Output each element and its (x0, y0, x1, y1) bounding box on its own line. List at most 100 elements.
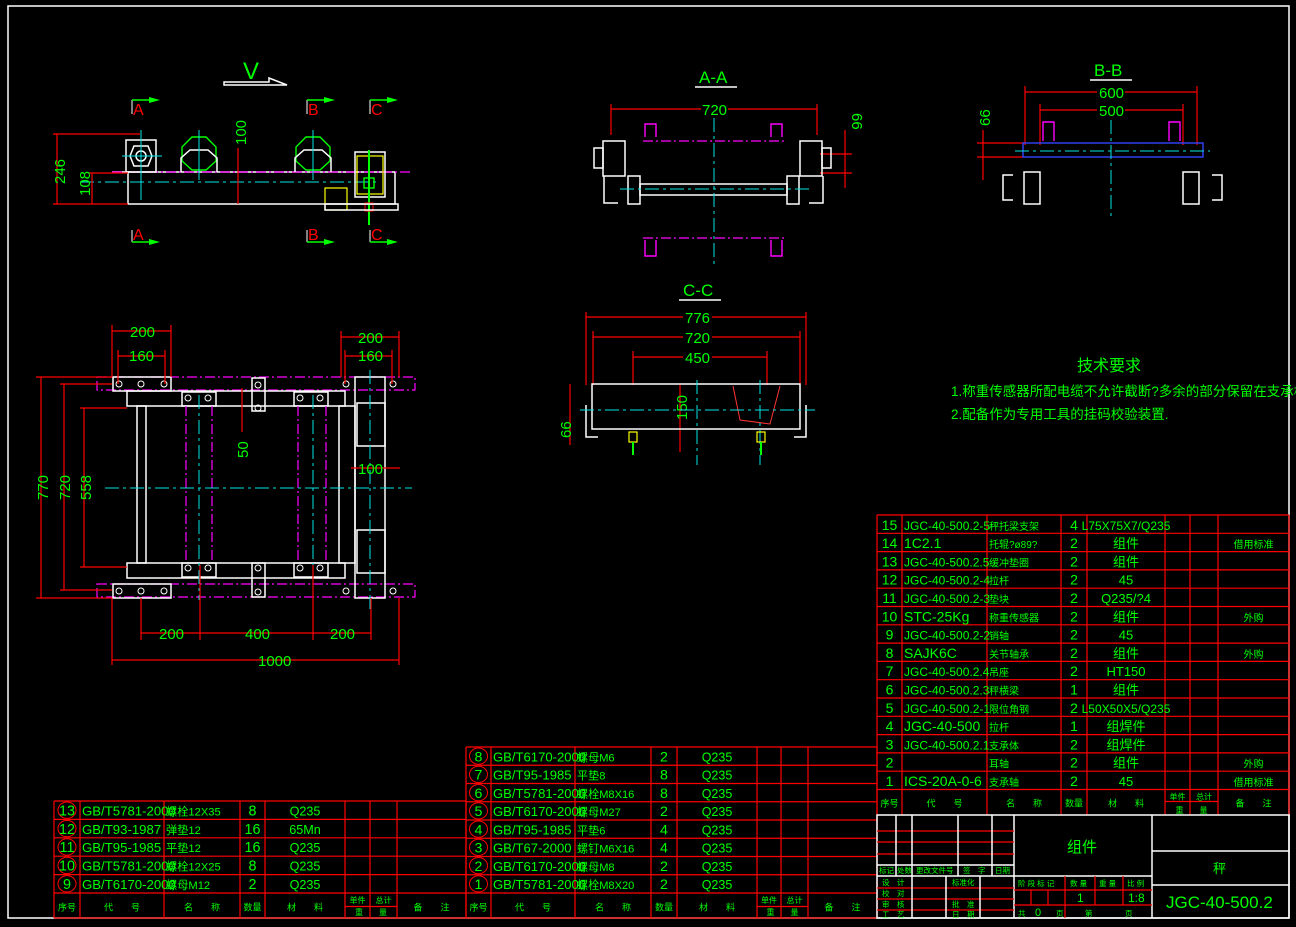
section-aa-title: A-A (699, 68, 728, 87)
header-no: 序号 (880, 798, 898, 809)
item-material: 45 (1119, 774, 1133, 789)
item-material: L50X50X5/Q235 (1082, 702, 1171, 716)
item-code: JGC-40-500.2.4 (904, 665, 990, 679)
section-arrow-icon (149, 97, 160, 103)
dim-150: 150 (674, 395, 691, 420)
item-qty: 4 (1070, 517, 1078, 533)
item-qty: 8 (249, 859, 257, 875)
item-balloon (469, 784, 488, 802)
item-material: 组件 (1113, 683, 1139, 698)
dim-770: 770 (35, 475, 52, 500)
item-name: 螺栓12X25 (166, 860, 221, 874)
item-balloon (469, 802, 488, 820)
item-qty: 2 (1070, 590, 1078, 606)
header-total-weight: 总计 (787, 895, 803, 905)
header-code: 代 号 (104, 903, 140, 913)
dim-top-right-160: 160 (358, 348, 383, 365)
header-material: 材 料 (1108, 798, 1144, 809)
item-code: JGC-40-500.2-4 (904, 574, 990, 588)
section-marker-label: C (371, 227, 383, 244)
item-code: 1C2.1 (904, 535, 942, 551)
item-qty: 2 (660, 749, 668, 765)
dim-1000: 1000 (258, 653, 291, 670)
item-qty: 8 (249, 803, 257, 819)
item-number: 13 (882, 553, 898, 569)
dim-100: 100 (358, 461, 383, 478)
section-marker-B: B (306, 97, 335, 119)
item-number: 11 (60, 840, 75, 856)
dim-600: 600 (1099, 85, 1124, 102)
item-name: 销轴 (989, 630, 1009, 643)
item-name: 螺母M8 (577, 861, 615, 874)
item-qty: 1 (1070, 718, 1078, 734)
section-arrow-icon (324, 97, 335, 103)
item-code: JGC-40-500.2-3 (904, 592, 990, 606)
dim-720: 720 (685, 330, 710, 347)
item-note: 借用标准 (1234, 777, 1274, 789)
item-material: Q235 (702, 823, 733, 837)
dim-top-left-200: 200 (130, 324, 155, 341)
item-name: 秤托梁支架 (989, 520, 1039, 533)
item-code: JGC-40-500.2.5 (904, 555, 990, 569)
item-material: 组件 (1113, 536, 1139, 551)
item-code: GB/T5781-2000 (493, 877, 586, 892)
view-arrow-icon (223, 76, 288, 86)
drawing-number: JGC-40-500.2 (1166, 893, 1273, 912)
item-name: 平垫6 (577, 823, 605, 837)
item-name: 吊座 (989, 666, 1009, 679)
item-qty: 1 (1070, 682, 1078, 698)
item-qty: 2 (1070, 663, 1078, 679)
item-material: 组件 (1113, 756, 1139, 771)
item-balloon (57, 875, 77, 893)
item-qty: 16 (245, 840, 261, 856)
item-number: 6 (886, 682, 894, 698)
item-balloon (57, 819, 77, 838)
item-number: 10 (882, 608, 898, 624)
item-code: GB/T95-1985 (493, 822, 572, 837)
item-material: HT150 (1106, 664, 1145, 679)
item-material: 45 (1119, 573, 1133, 588)
item-name: 螺钉M6X16 (577, 843, 634, 856)
header-total-weight: 总计 (376, 895, 392, 905)
item-balloon (469, 765, 488, 783)
item-note: 借用标准 (1234, 539, 1274, 551)
item-qty: 2 (1070, 608, 1078, 624)
item-material: 45 (1119, 628, 1133, 643)
tech-requirement-2: 2.配备作为专用工具的挂码校验装置. (951, 406, 1169, 422)
item-balloon (57, 801, 77, 819)
item-code: GB/T6170-2000 (493, 859, 586, 874)
stage-header: 阶 段 标 记 (1018, 878, 1055, 888)
part-name: 秤 (1213, 861, 1226, 876)
item-number: 4 (886, 718, 894, 734)
dim-bottom-right-200: 200 (330, 626, 355, 643)
view-arrow-label: V (243, 58, 259, 85)
item-note: 外购 (1244, 648, 1264, 661)
header-weight: 重 量 (355, 907, 387, 917)
dim-bottom-mid-400: 400 (245, 626, 270, 643)
item-code: JGC-40-500.2.1 (904, 738, 990, 752)
page-label-2: 页 (1125, 909, 1133, 918)
dim-top-left-160: 160 (129, 348, 154, 365)
dim-66: 66 (848, 113, 865, 130)
item-material: Q235 (290, 804, 321, 818)
front-view: V 246 108 (52, 58, 410, 245)
approve-label: 批 准 (952, 899, 975, 909)
header-qty: 数量 (1065, 798, 1083, 809)
item-number: 4 (475, 822, 483, 838)
role-review: 审 核 (882, 899, 905, 909)
section-arrow-icon (387, 239, 398, 245)
dim-50: 50 (235, 441, 252, 458)
item-code: GB/T93-1987 (82, 822, 161, 837)
date-label: 日 期 (952, 910, 975, 919)
header-material: 材 料 (287, 902, 323, 913)
